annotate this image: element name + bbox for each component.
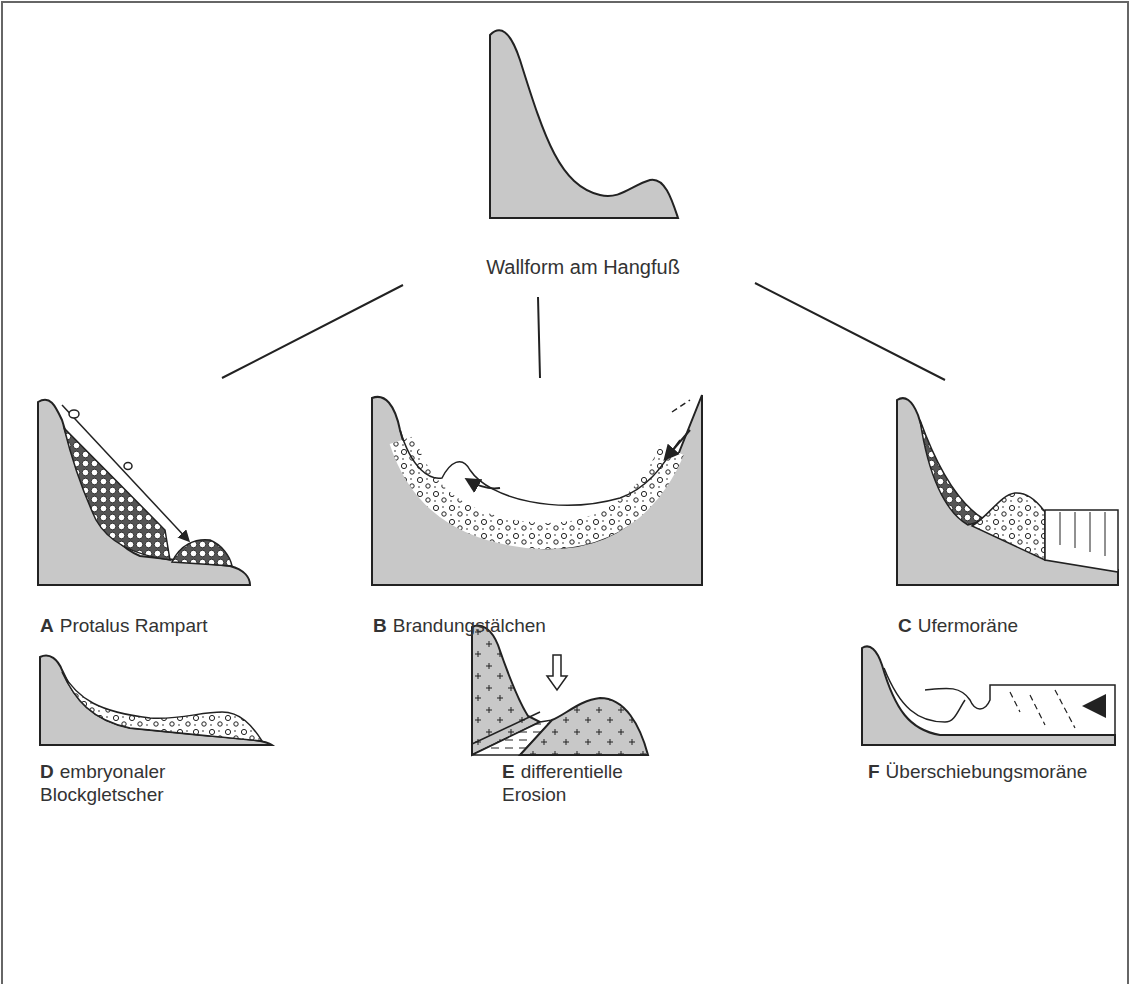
caption: Dembryonaler Blockgletscher	[40, 760, 215, 806]
panel-letter: C	[898, 615, 912, 636]
panel-letter: F	[868, 761, 880, 782]
caption: B Brandungstälchen	[373, 614, 693, 637]
caption: A Protalus Rampart	[40, 614, 340, 637]
caption: Edifferentielle Erosion	[502, 760, 677, 806]
label-box: Wallform am Hangfuß	[470, 256, 696, 279]
panel-caption: Überschiebungsmoräne	[886, 761, 1088, 782]
panel-letter: B	[373, 615, 387, 636]
panel-caption: Ufermoräne	[918, 615, 1018, 636]
caption: C Ufermoräne	[898, 614, 1118, 637]
panel-caption: embryonaler Blockgletscher	[40, 761, 165, 805]
caption: F Überschiebungsmoräne	[868, 760, 1118, 783]
panel-letter: E	[502, 761, 515, 782]
panel-caption: Protalus Rampart	[60, 615, 208, 636]
panel-caption: differentielle Erosion	[502, 761, 623, 805]
panel-letter: D	[40, 761, 54, 782]
figure-title: Wallform am Hangfuß	[486, 256, 680, 278]
panel-caption: Brandungstälchen	[393, 615, 546, 636]
panel-letter: A	[40, 615, 54, 636]
